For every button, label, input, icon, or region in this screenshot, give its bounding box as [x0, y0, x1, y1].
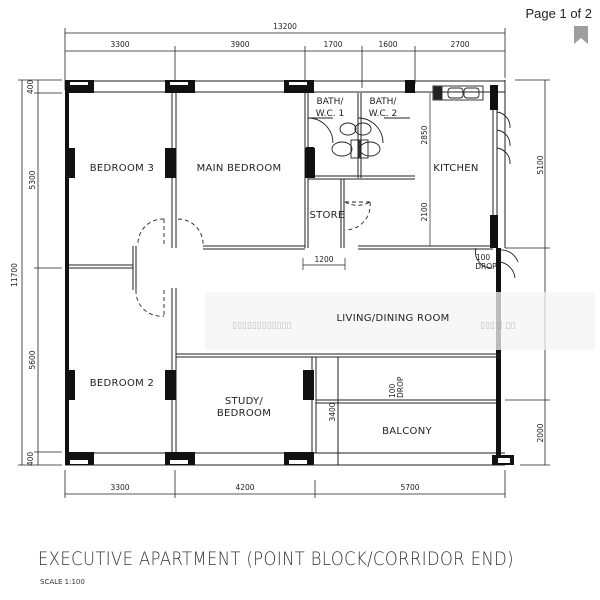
dim-kitchen-upper: 2850 — [420, 125, 429, 144]
dim-kitchen-lower: 2100 — [420, 202, 429, 221]
dim-bottom-3: 5700 — [400, 483, 419, 492]
dim-bottom-1: 3300 — [110, 483, 129, 492]
room-label-balcony: BALCONY — [382, 426, 432, 437]
room-label-bedroom-2: BEDROOM 2 — [90, 378, 154, 389]
dim-overall-width: 13200 — [273, 22, 297, 31]
dim-store-width: 1200 — [314, 255, 333, 264]
floor-plan: 13200 3300 3900 1700 1600 2700 400 5300 … — [10, 22, 595, 498]
watermark-text: ▯▯▯▯▯▯▯▯▯▯▯▯ — [232, 321, 291, 331]
kitchen-window-swings — [475, 111, 519, 279]
dim-left-3: 5600 — [28, 350, 37, 369]
plan-scale: SCALE 1:100 — [40, 578, 85, 586]
right-dimensions — [505, 79, 550, 466]
bottom-dimensions — [64, 470, 506, 498]
room-label-living-dining: LIVING/DINING ROOM — [336, 313, 449, 324]
room-label-kitchen: KITCHEN — [433, 163, 478, 174]
room-label-study-line1: STUDY/ — [225, 396, 264, 407]
room-label-study-line2: BEDROOM — [217, 408, 271, 419]
kitchen-drop-line2: DROP — [475, 262, 497, 271]
dim-top-1: 3300 — [110, 40, 129, 49]
bookmark-icon[interactable] — [574, 26, 588, 44]
dim-right-2: 2000 — [536, 423, 545, 442]
room-label-main-bedroom: MAIN BEDROOM — [197, 163, 282, 174]
wall-piers — [65, 147, 315, 400]
dim-left-1: 400 — [26, 80, 35, 95]
dim-bottom-2: 4200 — [235, 483, 254, 492]
room-label-store: STORE — [309, 210, 344, 221]
bath-door-swings — [307, 117, 410, 144]
balcony-drop-line1: 100 — [388, 383, 397, 398]
watermark-band — [205, 292, 595, 350]
interior-walls — [69, 93, 500, 465]
room-label-bath2-line1: BATH/ — [370, 97, 398, 107]
interior-dimensions — [302, 93, 431, 453]
dim-top-5: 2700 — [450, 40, 469, 49]
kitchen-sink — [432, 85, 484, 101]
door-swings — [135, 201, 371, 317]
room-label-bath1-line1: BATH/ — [317, 97, 345, 107]
dim-left-2: 5300 — [28, 170, 37, 189]
dim-top-4: 1600 — [378, 40, 397, 49]
plan-title: EXECUTIVE APARTMENT (POINT BLOCK/CORRIDO… — [38, 548, 514, 570]
page-indicator: Page 1 of 2 — [525, 6, 593, 21]
kitchen-drop-line1: 100 — [476, 253, 491, 262]
top-dimensions — [64, 28, 506, 90]
dim-balcony-depth: 3400 — [328, 402, 337, 421]
balcony-drop-line2: DROP — [396, 376, 405, 398]
dim-top-2: 3900 — [230, 40, 249, 49]
sanitary-fixtures — [331, 93, 381, 176]
outer-walls — [65, 80, 514, 466]
room-label-bedroom-3: BEDROOM 3 — [90, 163, 154, 174]
dim-right-1: 5100 — [536, 155, 545, 174]
watermark-text-right: ▯▯▯ ▯ ▯▯ — [480, 321, 515, 331]
left-dimensions — [18, 79, 62, 466]
dim-left-4: 400 — [26, 452, 35, 467]
dim-top-3: 1700 — [323, 40, 342, 49]
room-label-bath1-line2: W.C. 1 — [316, 109, 344, 119]
dim-left-overall: 11700 — [10, 263, 19, 287]
room-label-bath2-line2: W.C. 2 — [369, 109, 397, 119]
